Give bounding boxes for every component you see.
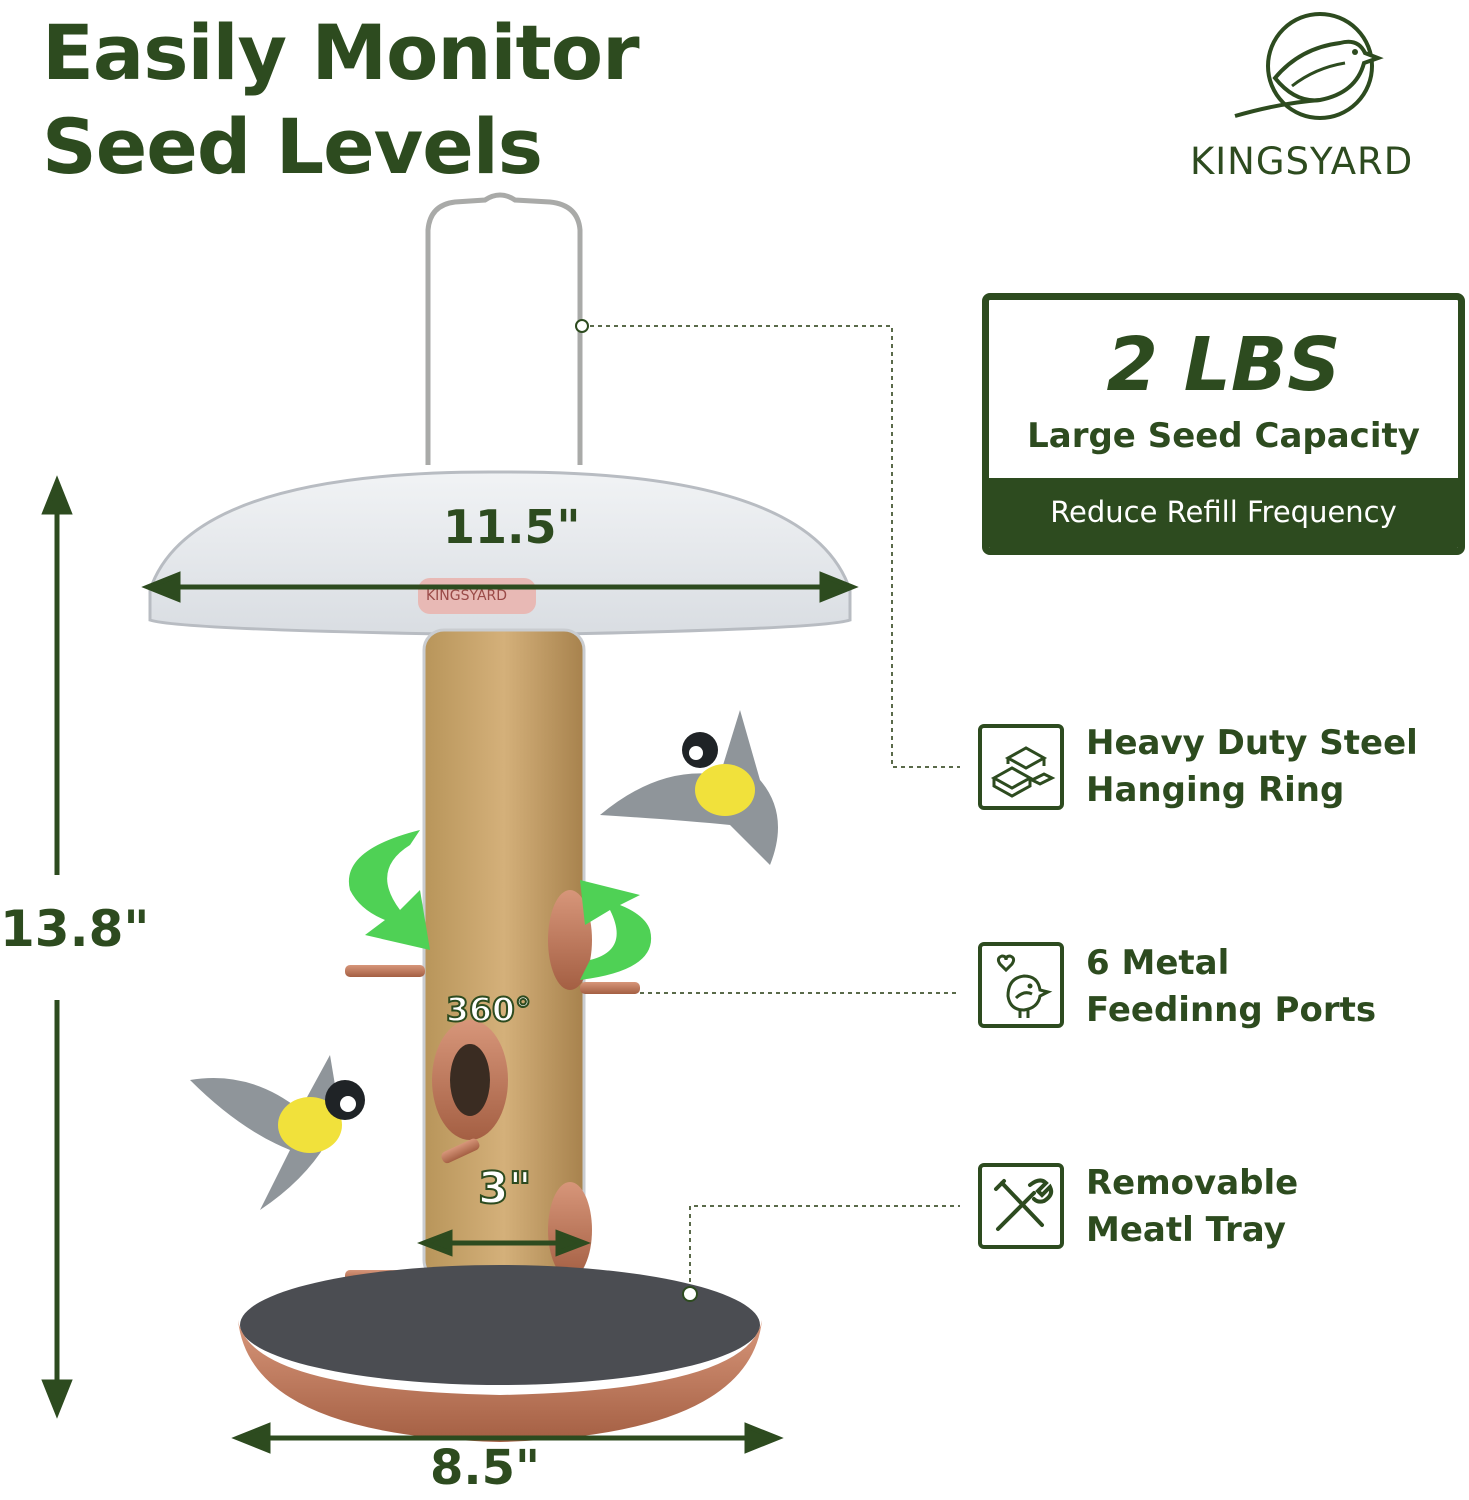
rotation-arrow-icon <box>348 830 652 980</box>
capacity-subtitle: Large Seed Capacity <box>1027 416 1420 456</box>
feeding-port <box>548 1182 592 1278</box>
feature-steel-line-1: Heavy Duty Steel <box>1086 723 1418 763</box>
feeding-port <box>548 890 592 990</box>
tube-width-label: 3" <box>477 1162 533 1215</box>
height-label: 13.8" <box>0 900 150 958</box>
feature-tray-line-2: Meatl Tray <box>1086 1210 1286 1250</box>
headline-line-2: Seed Levels <box>42 102 543 191</box>
steel-bars-icon <box>990 746 1056 798</box>
feature-feeding-ports: 6 Metal Feedinng Ports <box>1086 940 1376 1034</box>
dome-brand-label: KINGSYARD <box>426 588 508 604</box>
perch <box>345 965 425 977</box>
dome-width-label: 11.5" <box>443 500 581 554</box>
feature-steel-line-2: Hanging Ring <box>1086 770 1345 810</box>
tray-width-label: 8.5" <box>430 1440 541 1496</box>
brand-logo: KINGSYARD <box>1180 8 1465 188</box>
capacity-amount: 2 LBS <box>1106 322 1341 408</box>
feature-icon-box-tray <box>978 1163 1064 1249</box>
bird-circle-logo-icon <box>1234 12 1384 120</box>
feature-ports-line-1: 6 Metal <box>1086 943 1230 983</box>
hanging-ring <box>425 192 583 465</box>
tools-icon <box>994 1178 1054 1231</box>
feature-icon-box-ports <box>978 942 1064 1028</box>
headline-line-1: Easily Monitor <box>42 8 640 97</box>
feature-icon-box-steel <box>978 724 1064 810</box>
feature-removable-tray: Removable Meatl Tray <box>1086 1160 1298 1254</box>
bird-left <box>190 1055 365 1210</box>
perch <box>441 1138 480 1164</box>
perch <box>580 982 640 994</box>
capacity-band: Reduce Refill Frequency <box>989 478 1458 548</box>
feature-ports-line-2: Feedinng Ports <box>1086 990 1377 1030</box>
bird-right <box>600 710 778 865</box>
feature-tray-line-1: Removable <box>1086 1163 1299 1203</box>
callout-tray-line <box>689 1205 960 1290</box>
feature-steel-ring: Heavy Duty Steel Hanging Ring <box>1086 720 1418 814</box>
brand-name: KINGSYARD <box>1190 140 1414 183</box>
capacity-box: 2 LBS Large Seed Capacity Reduce Refill … <box>982 293 1465 555</box>
rotation-label: 360° <box>445 989 532 1030</box>
seed-tray <box>238 1320 762 1442</box>
callout-ring-line <box>582 325 960 768</box>
bird-heart-icon <box>996 954 1053 1018</box>
headline: Easily Monitor Seed Levels <box>42 6 640 194</box>
tray-inner <box>240 1265 760 1385</box>
bird-feeder-illustration <box>41 192 960 1454</box>
